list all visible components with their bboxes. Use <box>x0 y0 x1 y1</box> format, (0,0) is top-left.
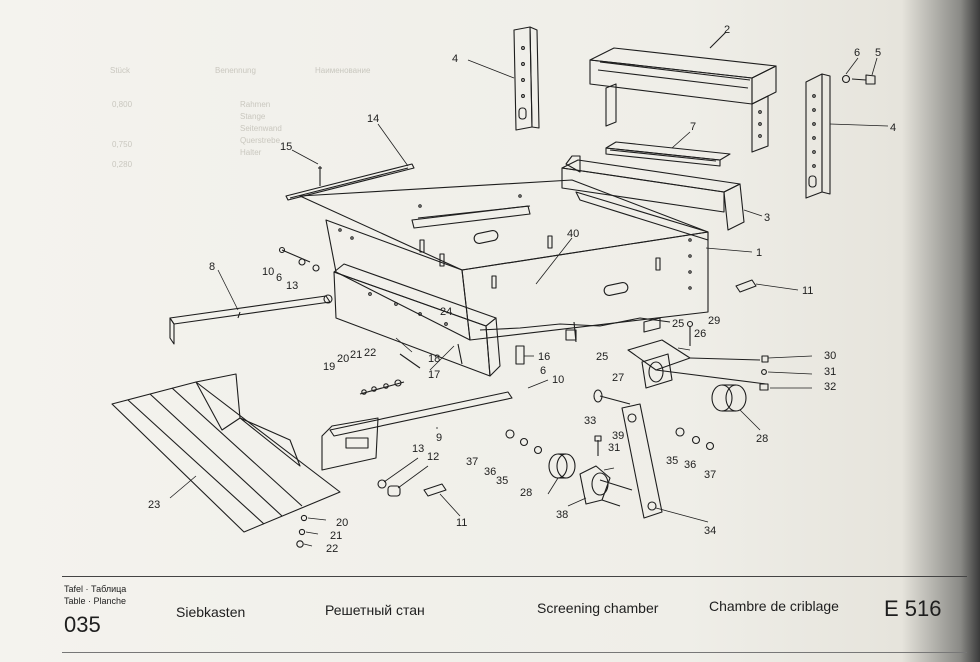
svg-text:33: 33 <box>584 415 596 427</box>
svg-text:28: 28 <box>520 487 532 499</box>
plate-16 <box>515 345 525 365</box>
svg-text:7: 7 <box>690 121 696 133</box>
svg-text:25: 25 <box>596 351 608 363</box>
svg-text:6: 6 <box>540 365 546 377</box>
svg-text:11: 11 <box>456 517 467 529</box>
svg-text:34: 34 <box>704 525 716 537</box>
svg-text:13: 13 <box>286 280 298 292</box>
svg-text:14: 14 <box>367 113 379 125</box>
page-number: 035 <box>64 612 101 637</box>
bolt-set-left <box>278 246 320 272</box>
svg-text:20: 20 <box>337 353 349 365</box>
axle-33 <box>593 389 631 405</box>
svg-text:31: 31 <box>608 442 620 454</box>
fastener-chain <box>359 379 405 395</box>
svg-text:23: 23 <box>148 499 160 511</box>
svg-text:8: 8 <box>209 261 215 273</box>
side-guard <box>333 263 501 377</box>
rod-9 <box>321 391 513 471</box>
svg-text:29: 29 <box>708 315 720 327</box>
title-german: Siebkasten <box>176 604 246 620</box>
exploded-parts-diagram: 2 4 6 5 4 7 3 1 11 40 14 15 8 10 6 13 24… <box>111 24 896 555</box>
arm-34 <box>599 403 663 519</box>
svg-text:4: 4 <box>452 53 458 65</box>
svg-text:10: 10 <box>262 266 274 278</box>
main-frame <box>299 179 709 341</box>
svg-text:25: 25 <box>672 318 684 330</box>
svg-text:22: 22 <box>326 543 338 555</box>
svg-text:36: 36 <box>484 466 496 478</box>
svg-text:22: 22 <box>364 347 376 359</box>
footer-bottom-rule <box>62 652 967 653</box>
linkage-38 <box>579 465 621 507</box>
svg-text:20: 20 <box>336 517 348 529</box>
bushing-left <box>548 453 576 479</box>
svg-text:6: 6 <box>276 272 282 284</box>
crossbar-lower <box>561 155 745 231</box>
handle-11-right <box>735 279 757 293</box>
svg-text:26: 26 <box>694 328 706 340</box>
svg-text:13: 13 <box>412 443 424 455</box>
chute-tray-23 <box>111 373 341 533</box>
bolt-5-6 <box>841 74 876 85</box>
svg-text:40: 40 <box>567 228 579 240</box>
svg-text:36: 36 <box>684 459 696 471</box>
svg-text:37: 37 <box>704 469 716 481</box>
svg-text:35: 35 <box>666 455 678 467</box>
svg-text:19: 19 <box>323 361 335 373</box>
svg-text:2: 2 <box>724 24 730 36</box>
svg-text:27: 27 <box>612 372 624 384</box>
svg-text:4: 4 <box>890 122 896 134</box>
table-label-line1: Tafel · Таблица <box>64 584 127 594</box>
svg-text:24: 24 <box>440 306 452 318</box>
svg-text:15: 15 <box>280 141 292 153</box>
svg-text:12: 12 <box>427 451 439 463</box>
title-french: Chambre de criblage <box>709 598 839 614</box>
bracket-27 <box>627 339 767 389</box>
fasteners-30-32 <box>759 355 769 391</box>
knob-12-13 <box>377 479 447 497</box>
spacers-24 <box>565 321 577 343</box>
title-russian: Решетный стан <box>325 602 425 618</box>
fasteners-lower <box>296 514 308 548</box>
svg-text:6: 6 <box>854 47 860 59</box>
svg-text:17: 17 <box>428 369 440 381</box>
svg-text:38: 38 <box>556 509 568 521</box>
side-plate-right <box>805 73 831 199</box>
crossbar-top <box>589 31 777 153</box>
bar-14 <box>285 163 415 201</box>
svg-text:35: 35 <box>496 475 508 487</box>
rail-8 <box>169 294 333 345</box>
title-english: Screening chamber <box>537 600 659 616</box>
svg-text:21: 21 <box>330 530 342 542</box>
svg-text:30: 30 <box>824 350 836 362</box>
svg-text:37: 37 <box>466 456 478 468</box>
svg-text:39: 39 <box>612 430 624 442</box>
svg-text:11: 11 <box>802 285 813 297</box>
bushing-right <box>711 384 747 412</box>
part-25-26 <box>643 317 694 346</box>
side-plate-left <box>513 26 540 131</box>
washer-set-left <box>505 429 543 455</box>
svg-text:31: 31 <box>824 366 836 378</box>
svg-text:16: 16 <box>538 351 550 363</box>
washer-set-right <box>675 427 715 451</box>
plate-code: E 516 <box>884 596 942 621</box>
svg-text:1: 1 <box>756 247 762 259</box>
svg-text:10: 10 <box>552 374 564 386</box>
svg-text:3: 3 <box>764 212 770 224</box>
svg-text:5: 5 <box>875 47 881 59</box>
table-label-line2: Table · Planche <box>64 596 127 606</box>
svg-text:32: 32 <box>824 381 836 393</box>
bolt-39 <box>594 435 602 456</box>
footer-rule <box>62 576 967 577</box>
svg-text:9: 9 <box>436 432 442 444</box>
svg-text:28: 28 <box>756 433 768 445</box>
channel-7 <box>605 141 731 167</box>
svg-text:18: 18 <box>428 353 440 365</box>
svg-text:21: 21 <box>350 349 362 361</box>
